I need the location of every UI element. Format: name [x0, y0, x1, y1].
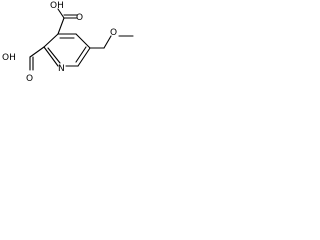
bond-c3-carboxyl-top [57, 17, 65, 35]
ring-bond-c2-n [43, 46, 59, 67]
ring-bond-c3-c2 [43, 33, 59, 48]
ring-bond-c6-c5 [77, 47, 91, 67]
hydroxyl-left-label: OH [2, 53, 16, 63]
carbonyl-oxygen-left-label: O [26, 74, 33, 82]
bond-ch2-o [103, 35, 112, 49]
bond-c2-carboxyl-left [29, 46, 45, 58]
atom-labels: OH O OH O N O [2, 1, 117, 82]
bond-carboxyl-top-oh [57, 8, 65, 19]
hydroxyl-top-label: OH [50, 1, 64, 11]
chemical-structure: OH O OH O N O [2, 1, 134, 82]
ring-nitrogen-label: N [58, 64, 65, 74]
ring-bond-c5-c4 [75, 33, 91, 49]
ring-double-bond-c2-n [47, 47, 61, 64]
ring-double-bond-c6-c5 [75, 46, 87, 63]
carbonyl-oxygen-top-label: O [76, 13, 83, 23]
bonds [29, 8, 134, 71]
ether-oxygen-label: O [110, 28, 117, 38]
